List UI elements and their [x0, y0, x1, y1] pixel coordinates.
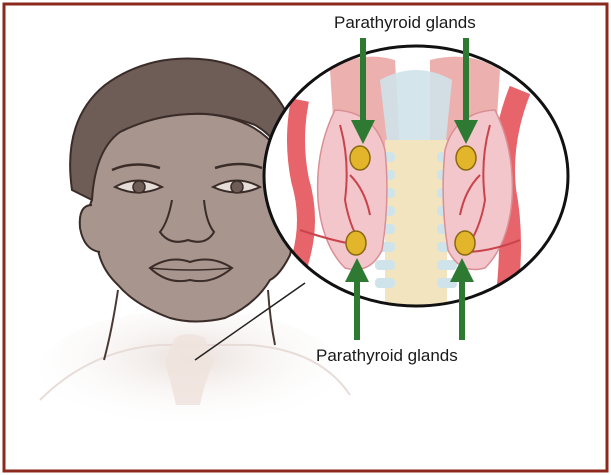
parathyroid-gland-upper-right: [456, 146, 476, 170]
magnifier-circle: [264, 46, 568, 320]
label-parathyroid-bottom: Parathyroid glands: [316, 346, 458, 366]
parathyroid-gland-lower-left: [346, 231, 366, 255]
parathyroid-gland-upper-left: [350, 146, 370, 170]
human-head-illustration: [70, 58, 295, 321]
parathyroid-gland-lower-right: [455, 231, 475, 255]
label-parathyroid-top: Parathyroid glands: [334, 13, 476, 33]
